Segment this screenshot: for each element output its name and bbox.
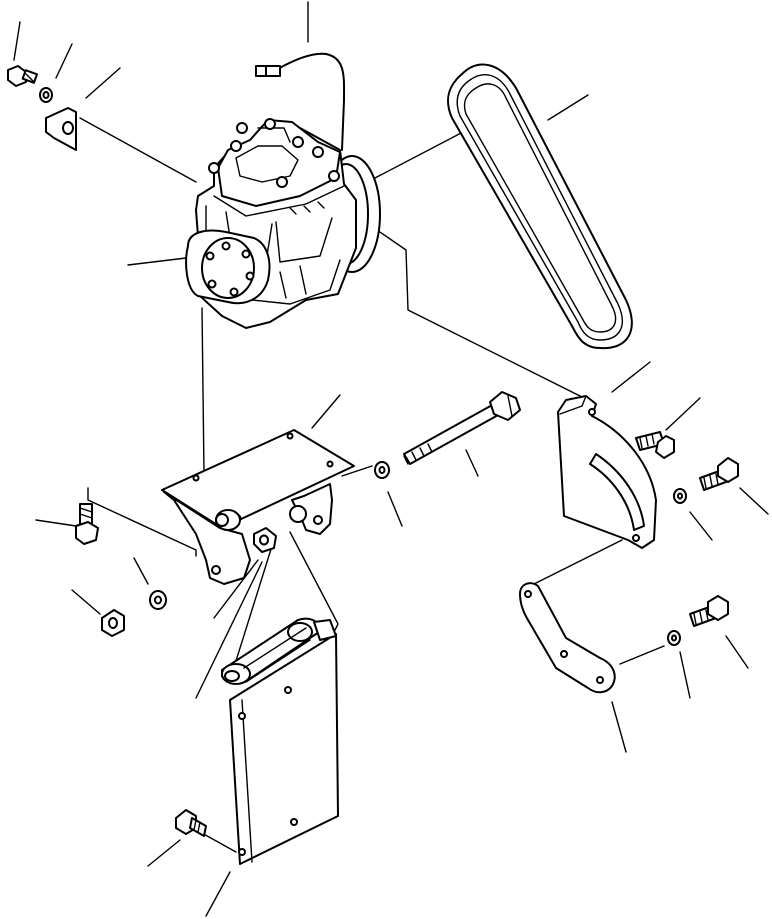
adjusting-bracket xyxy=(557,395,657,549)
washer-link xyxy=(667,630,681,646)
washer-adj xyxy=(673,488,687,504)
bolt-adj-2 xyxy=(699,457,739,491)
bolt-bottom xyxy=(175,809,207,837)
leader-lines xyxy=(13,1,769,917)
wire-harness-connector xyxy=(255,52,346,151)
nut-center xyxy=(253,527,277,553)
long-bolt xyxy=(403,391,521,465)
compressor xyxy=(185,118,381,329)
washer-long-bolt xyxy=(374,461,390,479)
adjusting-link xyxy=(519,582,616,694)
nut-left xyxy=(101,609,125,637)
support-bracket xyxy=(221,617,339,865)
bolt-link xyxy=(689,595,729,627)
washer-left xyxy=(149,590,167,610)
bolt-adj-1 xyxy=(635,431,675,459)
bolt-top-left xyxy=(7,65,39,87)
compressor-mount-bracket xyxy=(161,429,355,585)
washer-top-left xyxy=(39,87,53,103)
bolt-left xyxy=(75,503,99,545)
clip-bracket xyxy=(45,107,77,151)
v-belt xyxy=(446,63,633,350)
